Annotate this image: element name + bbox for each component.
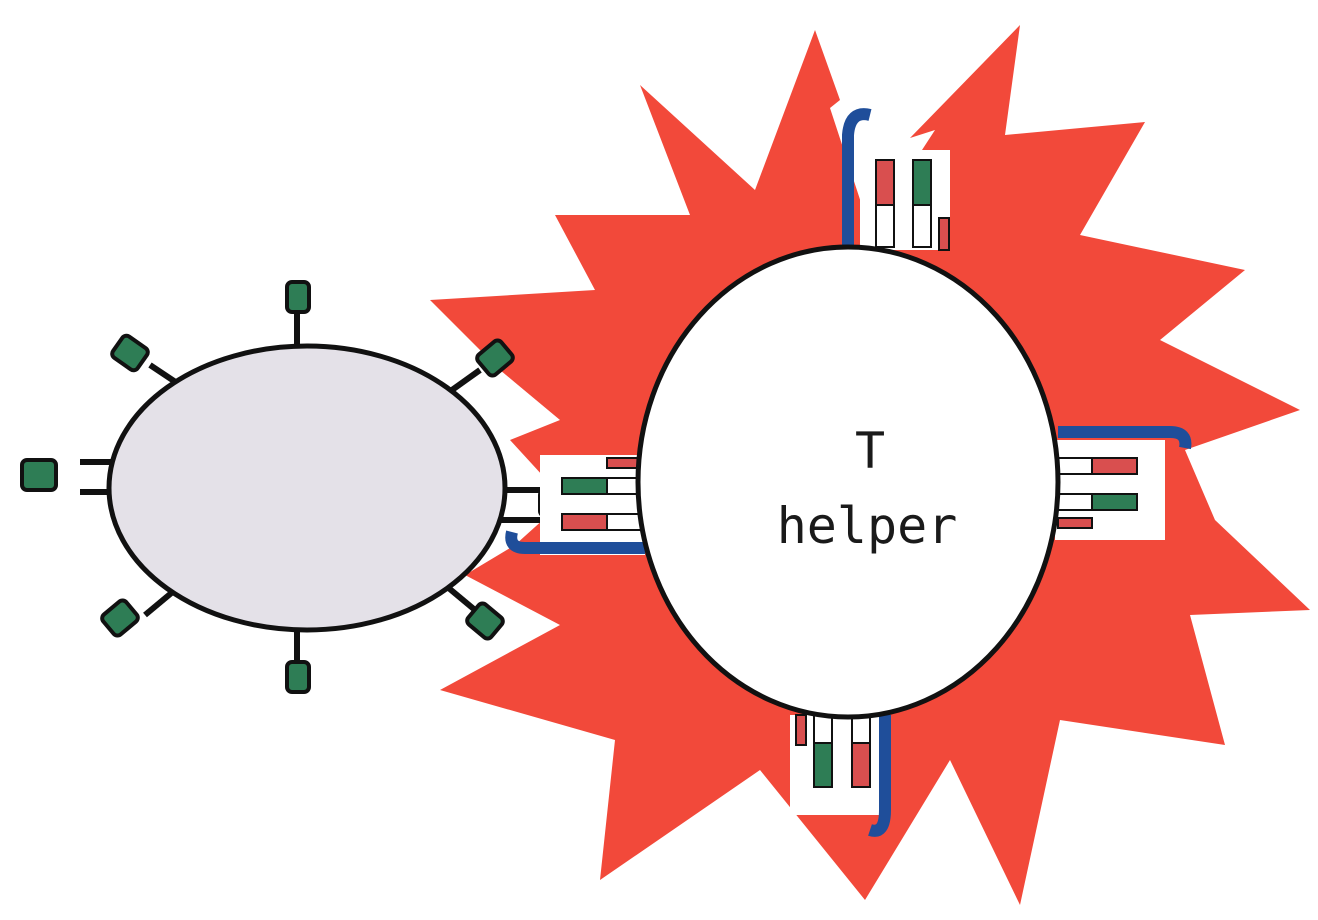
receptor-icon bbox=[1092, 494, 1137, 510]
receptor-icon bbox=[876, 160, 894, 205]
cell-label-line2: helper bbox=[777, 497, 958, 555]
thelper-cell-body bbox=[638, 247, 1058, 717]
t-helper-cell: T helper bbox=[638, 247, 1058, 717]
antigen-icon bbox=[287, 662, 309, 692]
receptor-icon bbox=[814, 742, 832, 787]
antigen-icon bbox=[110, 334, 149, 373]
receptor-icon bbox=[852, 742, 870, 787]
receptor-complex-bottom bbox=[790, 715, 890, 831]
receptor-icon bbox=[562, 478, 607, 494]
receptor-icon bbox=[913, 160, 931, 205]
receptor-icon bbox=[562, 514, 607, 530]
cell-label-line1: T bbox=[855, 422, 885, 480]
receptor-icon bbox=[1092, 458, 1137, 474]
antigen-icon bbox=[22, 460, 56, 490]
antigen-icon bbox=[287, 282, 309, 312]
apc-cell-body bbox=[109, 346, 505, 630]
antigen-icon bbox=[100, 598, 140, 637]
